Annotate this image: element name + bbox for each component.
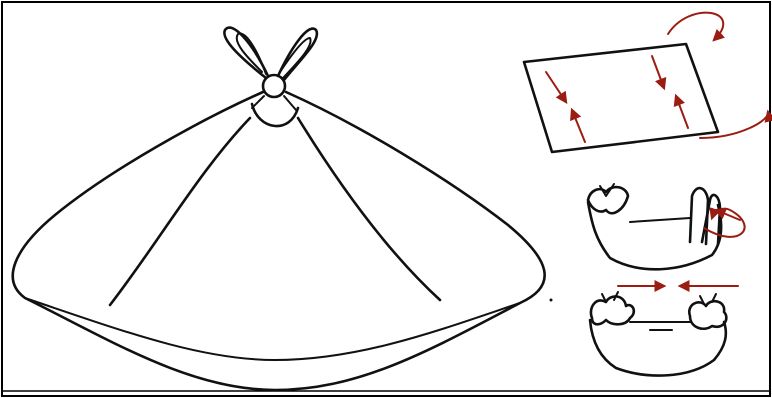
stray-dot — [550, 299, 553, 302]
